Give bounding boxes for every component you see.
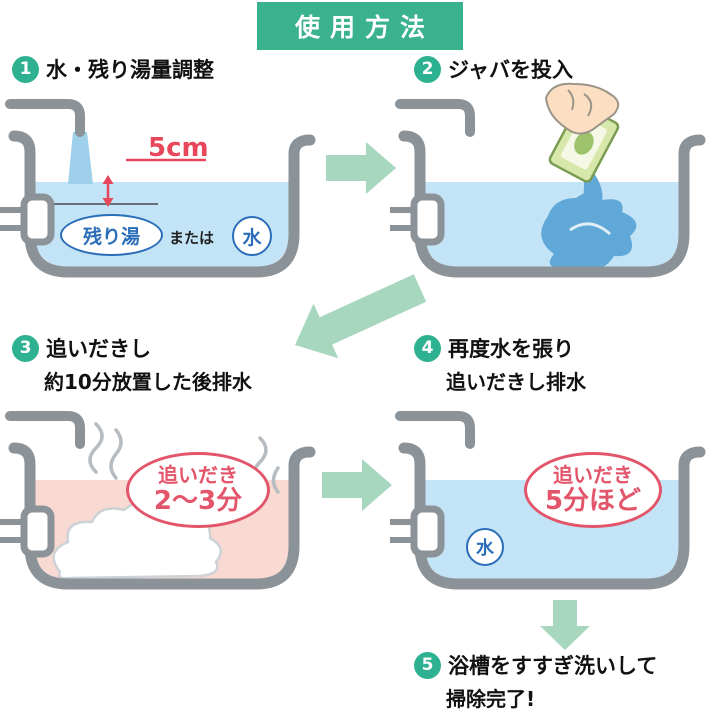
reheat-badge-step3-line2: 2〜3分 (153, 485, 243, 516)
step5-label: 5 浴槽をすすぎ洗いして (414, 650, 657, 680)
tub-outline (398, 442, 706, 590)
page-title: 使用方法 (256, 2, 464, 50)
step3-subtitle: 約10分放置した後排水 (44, 370, 252, 394)
circulation-port (390, 193, 445, 246)
bathtub-step2 (390, 82, 706, 278)
faucet-icon (5, 411, 85, 449)
step4-title: 再度水を張り (448, 337, 574, 361)
step1-number-badge: 1 (12, 55, 39, 83)
step2-number-badge: 2 (414, 55, 441, 83)
reheat-badge-step4-line2: 5分ほど (544, 485, 642, 516)
reheat-badge-step3-line1: 追いだき (158, 462, 238, 487)
arrow-down-icon (540, 600, 590, 650)
faucet-icon (395, 99, 475, 137)
circulation-port (0, 193, 55, 246)
circulation-port (390, 505, 445, 558)
arrow-right-top-icon (326, 142, 396, 194)
step4-subtitle: 追いだきし排水 (446, 370, 586, 394)
leftover-water-label: 残り湯 (60, 214, 163, 256)
step3-label: 3 追いだきし (12, 333, 151, 363)
water-label-step4: 水 (466, 528, 504, 566)
step4-number-badge: 4 (414, 334, 441, 362)
step5-subtitle: 掃除完了! (446, 687, 536, 711)
circulation-port (0, 505, 55, 558)
tub-outline (398, 130, 706, 278)
depth-5cm-label: 5cm (148, 133, 209, 163)
faucet-icon (5, 99, 85, 137)
step5-title: 浴槽をすすぎ洗いして (448, 654, 658, 678)
faucet-icon (395, 411, 475, 449)
tub-outline (8, 442, 316, 590)
step1-title: 水・残り湯量調整 (46, 58, 214, 82)
pour-swirl (541, 168, 637, 272)
tub-outline (8, 130, 316, 278)
step1-label: 1 水・残り湯量調整 (12, 54, 214, 84)
faucet-stream (68, 132, 93, 184)
step3-number-badge: 3 (12, 334, 39, 362)
step2-title: ジャバを投入 (448, 58, 573, 82)
or-label: または (169, 229, 215, 247)
arrow-diagonal-icon (295, 274, 427, 359)
arrow-right-bottom-icon (322, 459, 392, 511)
step3-title: 追いだきし (46, 337, 151, 361)
hand-icon (544, 82, 620, 135)
step4-label: 4 再度水を張り (414, 333, 574, 363)
water-label-step1: 水 (232, 216, 272, 256)
reheat-badge-step4-line1: 追いだき (553, 462, 633, 487)
reheat-badge-step3: 追いだき 2〜3分 (126, 452, 270, 528)
step5-number-badge: 5 (414, 651, 441, 679)
reheat-badge-step4: 追いだき 5分ほど (524, 452, 662, 528)
depth-arrow-icon (102, 158, 206, 207)
step2-label: 2 ジャバを投入 (414, 54, 573, 84)
